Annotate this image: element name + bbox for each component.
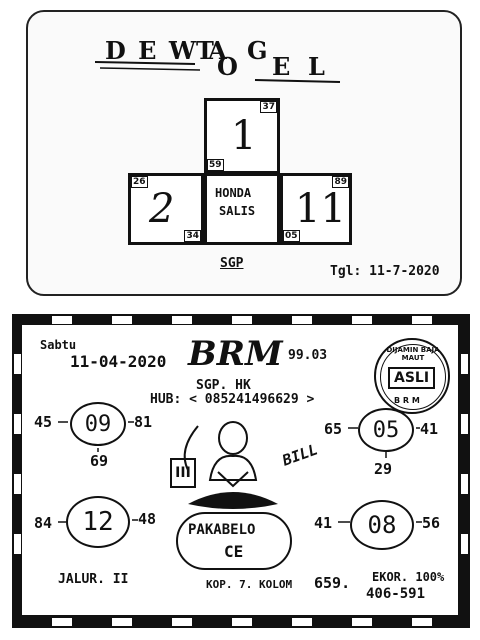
bottom-date: 11-04-2020 (70, 352, 167, 371)
brand-suffix: 99.03 (288, 348, 328, 363)
checkered-border (14, 316, 468, 626)
c2-number: 05 (372, 417, 400, 443)
top-date: Tgl: 11-7-2020 (330, 264, 440, 279)
c2-circle: 05 (358, 408, 414, 452)
contact-line: HUB: < 085241496629 > (150, 392, 315, 407)
c3-number: 12 (82, 507, 114, 537)
box-top: 1 37 59 (204, 98, 280, 174)
c4-right: 56 (422, 514, 441, 532)
box-top-corner-bl: 59 (207, 159, 224, 171)
box-left: 2 26 34 (128, 173, 204, 245)
c3-circle: 12 (66, 496, 130, 548)
ekor-value: 406-591 (366, 586, 426, 602)
c3-left: 84 (34, 514, 53, 532)
title-l: L (308, 52, 327, 81)
stamp-top-text: DIJAMIN BAJA MAUT (386, 346, 440, 362)
cloud-bubble: PAKABELO CE (176, 512, 292, 570)
box-right-corner-bl: 05 (283, 230, 300, 242)
c1-circle: 09 (70, 402, 126, 446)
meditating-figure (183, 421, 278, 509)
figure-tablet: III (170, 458, 196, 488)
market-label: SGP (220, 256, 244, 271)
box-left-corner-tl: 26 (131, 176, 148, 188)
kop-label: KOP. 7. KOLOM (206, 578, 293, 591)
stamp-center-text: ASLI (388, 367, 436, 389)
title-underlines (95, 61, 341, 83)
title-dewa: D E W A (105, 36, 229, 65)
brand-logo: BRM (188, 334, 283, 374)
c2-left: 65 (324, 420, 343, 438)
box-left-number: 2 (149, 186, 175, 232)
number-arrows (58, 421, 422, 523)
c1-right: 81 (134, 413, 153, 431)
center-text-line1: HONDA (215, 186, 252, 200)
box-top-corner-tr: 37 (260, 101, 277, 113)
box-top-number: 1 (231, 113, 257, 159)
c1-left: 45 (34, 413, 53, 431)
asli-stamp: DIJAMIN BAJA MAUT ASLI B R M (374, 338, 450, 414)
c1-below: 69 (90, 452, 109, 470)
stamp-bottom-text: B R M (394, 396, 420, 405)
cloud-line2: CE (224, 542, 244, 561)
center-text-line2: SALIS (219, 204, 256, 218)
ekor-label: EKOR. 100% (372, 570, 445, 584)
box-right-number: 11 (295, 186, 346, 232)
title-o: O (217, 52, 240, 81)
c1-number: 09 (84, 411, 112, 437)
c4-left: 41 (314, 514, 333, 532)
jalur-label: JALUR. II (58, 572, 129, 587)
box-left-corner-br: 34 (184, 230, 201, 242)
kolom-value: 659. (314, 574, 351, 592)
c2-right: 41 (420, 420, 439, 438)
c2-below: 29 (374, 460, 393, 478)
c3-right: 48 (138, 510, 157, 528)
title-e: E (272, 52, 293, 81)
c4-number: 08 (367, 511, 397, 539)
title-g: G (247, 36, 270, 65)
bottom-day: Sabtu (40, 338, 77, 352)
box-right: 11 89 05 (280, 173, 352, 245)
cloud-line1: PAKABELO (188, 522, 256, 538)
title-t: T (196, 36, 216, 65)
box-center: HONDA SALIS (204, 173, 280, 245)
c4-circle: 08 (350, 500, 414, 550)
box-right-corner-tr: 89 (332, 176, 349, 188)
markets-line: SGP. HK (196, 378, 251, 393)
